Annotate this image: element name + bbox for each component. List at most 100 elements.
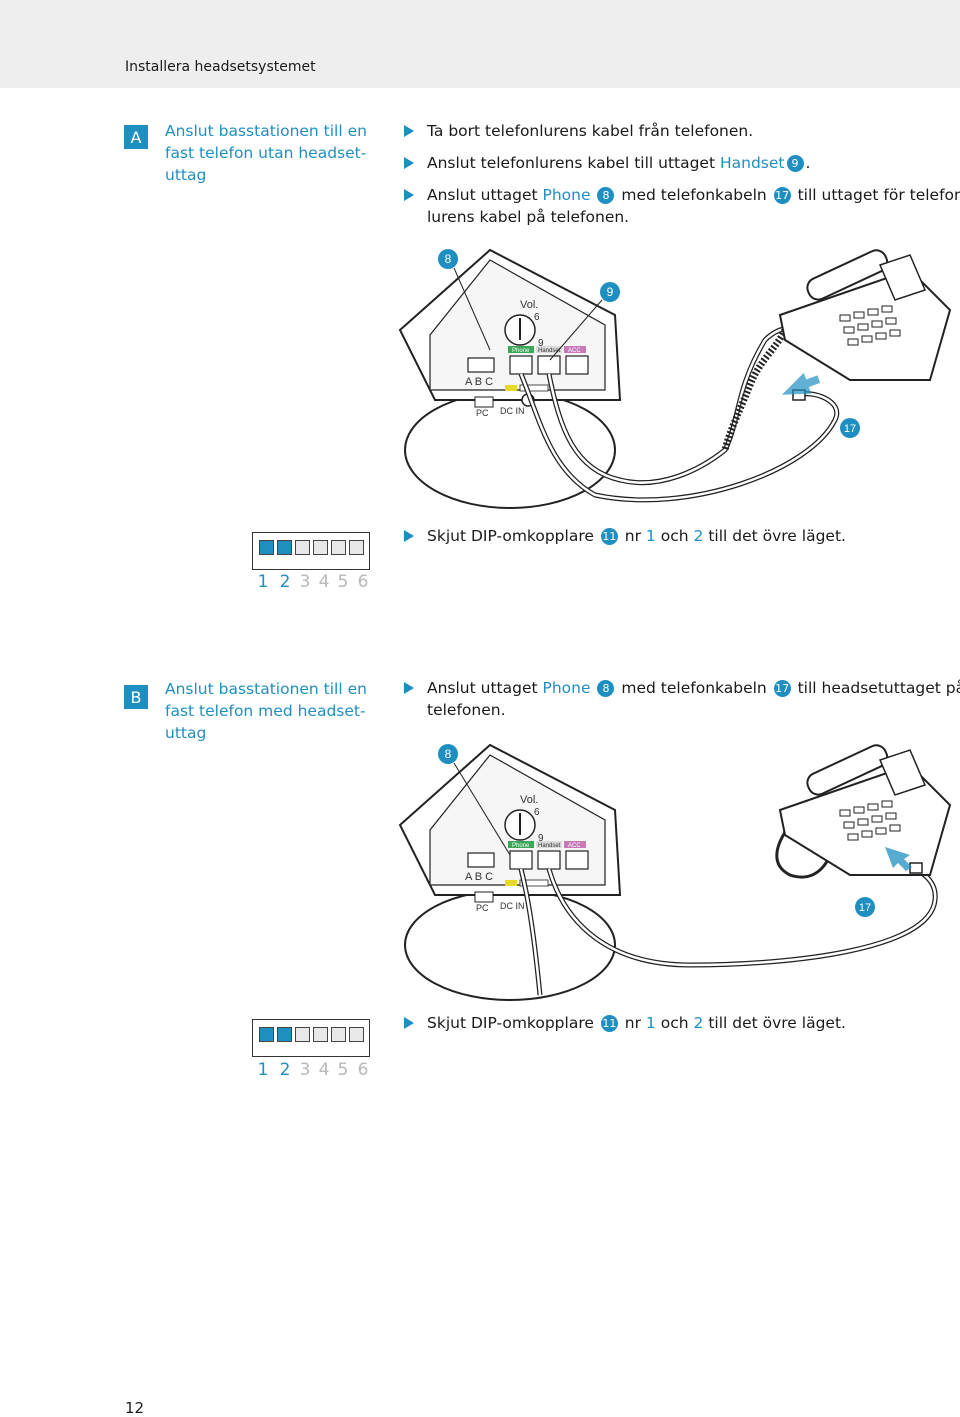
dip-switch-6 <box>349 540 364 555</box>
section-a-heading-line: uttag <box>165 166 207 184</box>
coiled-cable <box>721 328 789 451</box>
callout-badge: 8 <box>597 187 615 204</box>
headset-cable <box>547 858 937 967</box>
step-text: till uttaget för telefon- <box>797 186 960 204</box>
section-b-heading-line: uttag <box>165 724 207 742</box>
dip-number: 6 <box>357 572 369 592</box>
dip-switch-3 <box>295 540 310 555</box>
step-b-dip: Skjut DIP-omkopplare 11 nr 1 och 2 till … <box>404 1012 960 1034</box>
dip-number: 4 <box>318 1060 330 1080</box>
bullet-arrow-icon <box>404 125 414 137</box>
step-a-dip: Skjut DIP-omkopplare 11 nr 1 och 2 till … <box>404 525 960 547</box>
cable-plug <box>909 862 923 874</box>
bullet-arrow-icon <box>404 682 414 694</box>
section-a-heading-line: fast telefon utan headset- <box>165 144 367 162</box>
step-a1: Ta bort telefonlurens kabel från telefon… <box>404 120 960 142</box>
port-name-handset: Handset <box>719 154 785 172</box>
dip-number-ref: 1 <box>645 1014 656 1032</box>
insert-arrow-icon <box>781 372 821 395</box>
insert-arrow-icon <box>885 847 912 871</box>
step-text: med telefonkabeln <box>621 679 767 697</box>
dip-switch-5 <box>331 1027 346 1042</box>
label-nine: 9 <box>538 338 544 349</box>
step-text: nr <box>624 527 641 545</box>
step-text: Anslut uttaget <box>427 186 538 204</box>
dip-switch-3 <box>295 1027 310 1042</box>
port-name-phone: Phone <box>542 186 591 204</box>
label-vol: Vol. <box>520 299 538 311</box>
illustration-a: Vol. 6 9 Phone Handset ACC A B C PC DC I… <box>398 248 952 509</box>
handset-port-color <box>536 346 562 353</box>
telephone-display <box>878 749 927 796</box>
dip-switch-block-b <box>252 1019 370 1057</box>
callout-8-label: 8 <box>445 252 452 266</box>
step-text: Ta bort telefonlurens kabel från telefon… <box>427 122 754 140</box>
label-handset: Handset <box>538 843 561 849</box>
dip-number-ref: 1 <box>645 527 656 545</box>
callout-8 <box>438 744 458 764</box>
label-dcin: DC IN <box>500 406 525 416</box>
callout-badge: 11 <box>600 528 618 545</box>
callout-badge: 17 <box>773 680 791 697</box>
dip-number: 6 <box>357 1060 369 1080</box>
telephone-keypad <box>839 800 901 841</box>
callout-17-label: 17 <box>844 423 856 435</box>
phone-port <box>509 850 533 870</box>
label-acc: ACC <box>568 348 581 354</box>
step-text: Anslut telefonlurens kabel till uttaget <box>427 154 716 172</box>
dip-number-ref: 2 <box>693 527 704 545</box>
phone-cable <box>519 373 838 502</box>
step-text: Skjut DIP-omkopplare <box>427 1014 594 1032</box>
pc-port <box>474 396 494 408</box>
dip-number: 1 <box>257 572 269 592</box>
phone-port-color <box>508 346 534 353</box>
callout-8-label: 8 <box>445 747 452 761</box>
label-phone: Phone <box>512 843 530 849</box>
dip-number: 3 <box>299 572 311 592</box>
step-text: till det övre läget. <box>708 527 846 545</box>
callout-17 <box>855 897 875 917</box>
handset-port-color <box>536 841 562 848</box>
section-a-letter: A <box>124 125 148 149</box>
device-dip-strip <box>519 879 549 887</box>
callout-badge: 9 <box>786 155 804 172</box>
section-b-letter: B <box>124 685 148 709</box>
step-text: telefonen. <box>427 701 506 719</box>
dip-switch-4 <box>313 540 328 555</box>
dip-number: 2 <box>279 572 291 592</box>
label-handset: Handset <box>538 348 561 354</box>
phone-port-color <box>508 841 534 848</box>
telephone-keypad <box>839 305 901 346</box>
dip-number: 5 <box>337 1060 349 1080</box>
pc-port <box>474 891 494 903</box>
label-nine: 9 <box>538 833 544 844</box>
step-text: lurens kabel på telefonen. <box>427 208 630 226</box>
dip-switch-5 <box>331 540 346 555</box>
label-dcin: DC IN <box>500 901 525 911</box>
dip-number: 2 <box>279 1060 291 1080</box>
illustration-b: Vol. 6 9 Phone Handset ACC A B C PC DC I… <box>398 743 952 1001</box>
label-vol: Vol. <box>520 794 538 806</box>
handset-port <box>537 355 561 375</box>
page-header-title: Installera headsetsystemet <box>125 59 316 75</box>
step-text: till headsetuttaget på <box>797 679 960 697</box>
callout-17-label: 17 <box>859 902 871 914</box>
handset-cable <box>547 326 791 484</box>
dip-switch-4 <box>313 1027 328 1042</box>
step-text: nr <box>624 1014 641 1032</box>
callout-9 <box>600 282 620 302</box>
dc-port-color <box>505 880 517 886</box>
dip-number: 4 <box>318 572 330 592</box>
label-acc: ACC <box>568 843 581 849</box>
phone-cable <box>519 868 542 996</box>
bullet-arrow-icon <box>404 189 414 201</box>
dip-number: 1 <box>257 1060 269 1080</box>
step-b1: Anslut uttaget Phone 8 med telefonkabeln… <box>404 677 960 721</box>
label-six: 6 <box>534 807 540 818</box>
acc-port-color <box>564 841 586 848</box>
step-text: med telefonkabeln <box>621 186 767 204</box>
device-dip-strip <box>519 384 549 392</box>
label-abc: A B C <box>465 376 493 388</box>
step-text: Skjut DIP-omkopplare <box>427 527 594 545</box>
acc-port-color <box>564 346 586 353</box>
